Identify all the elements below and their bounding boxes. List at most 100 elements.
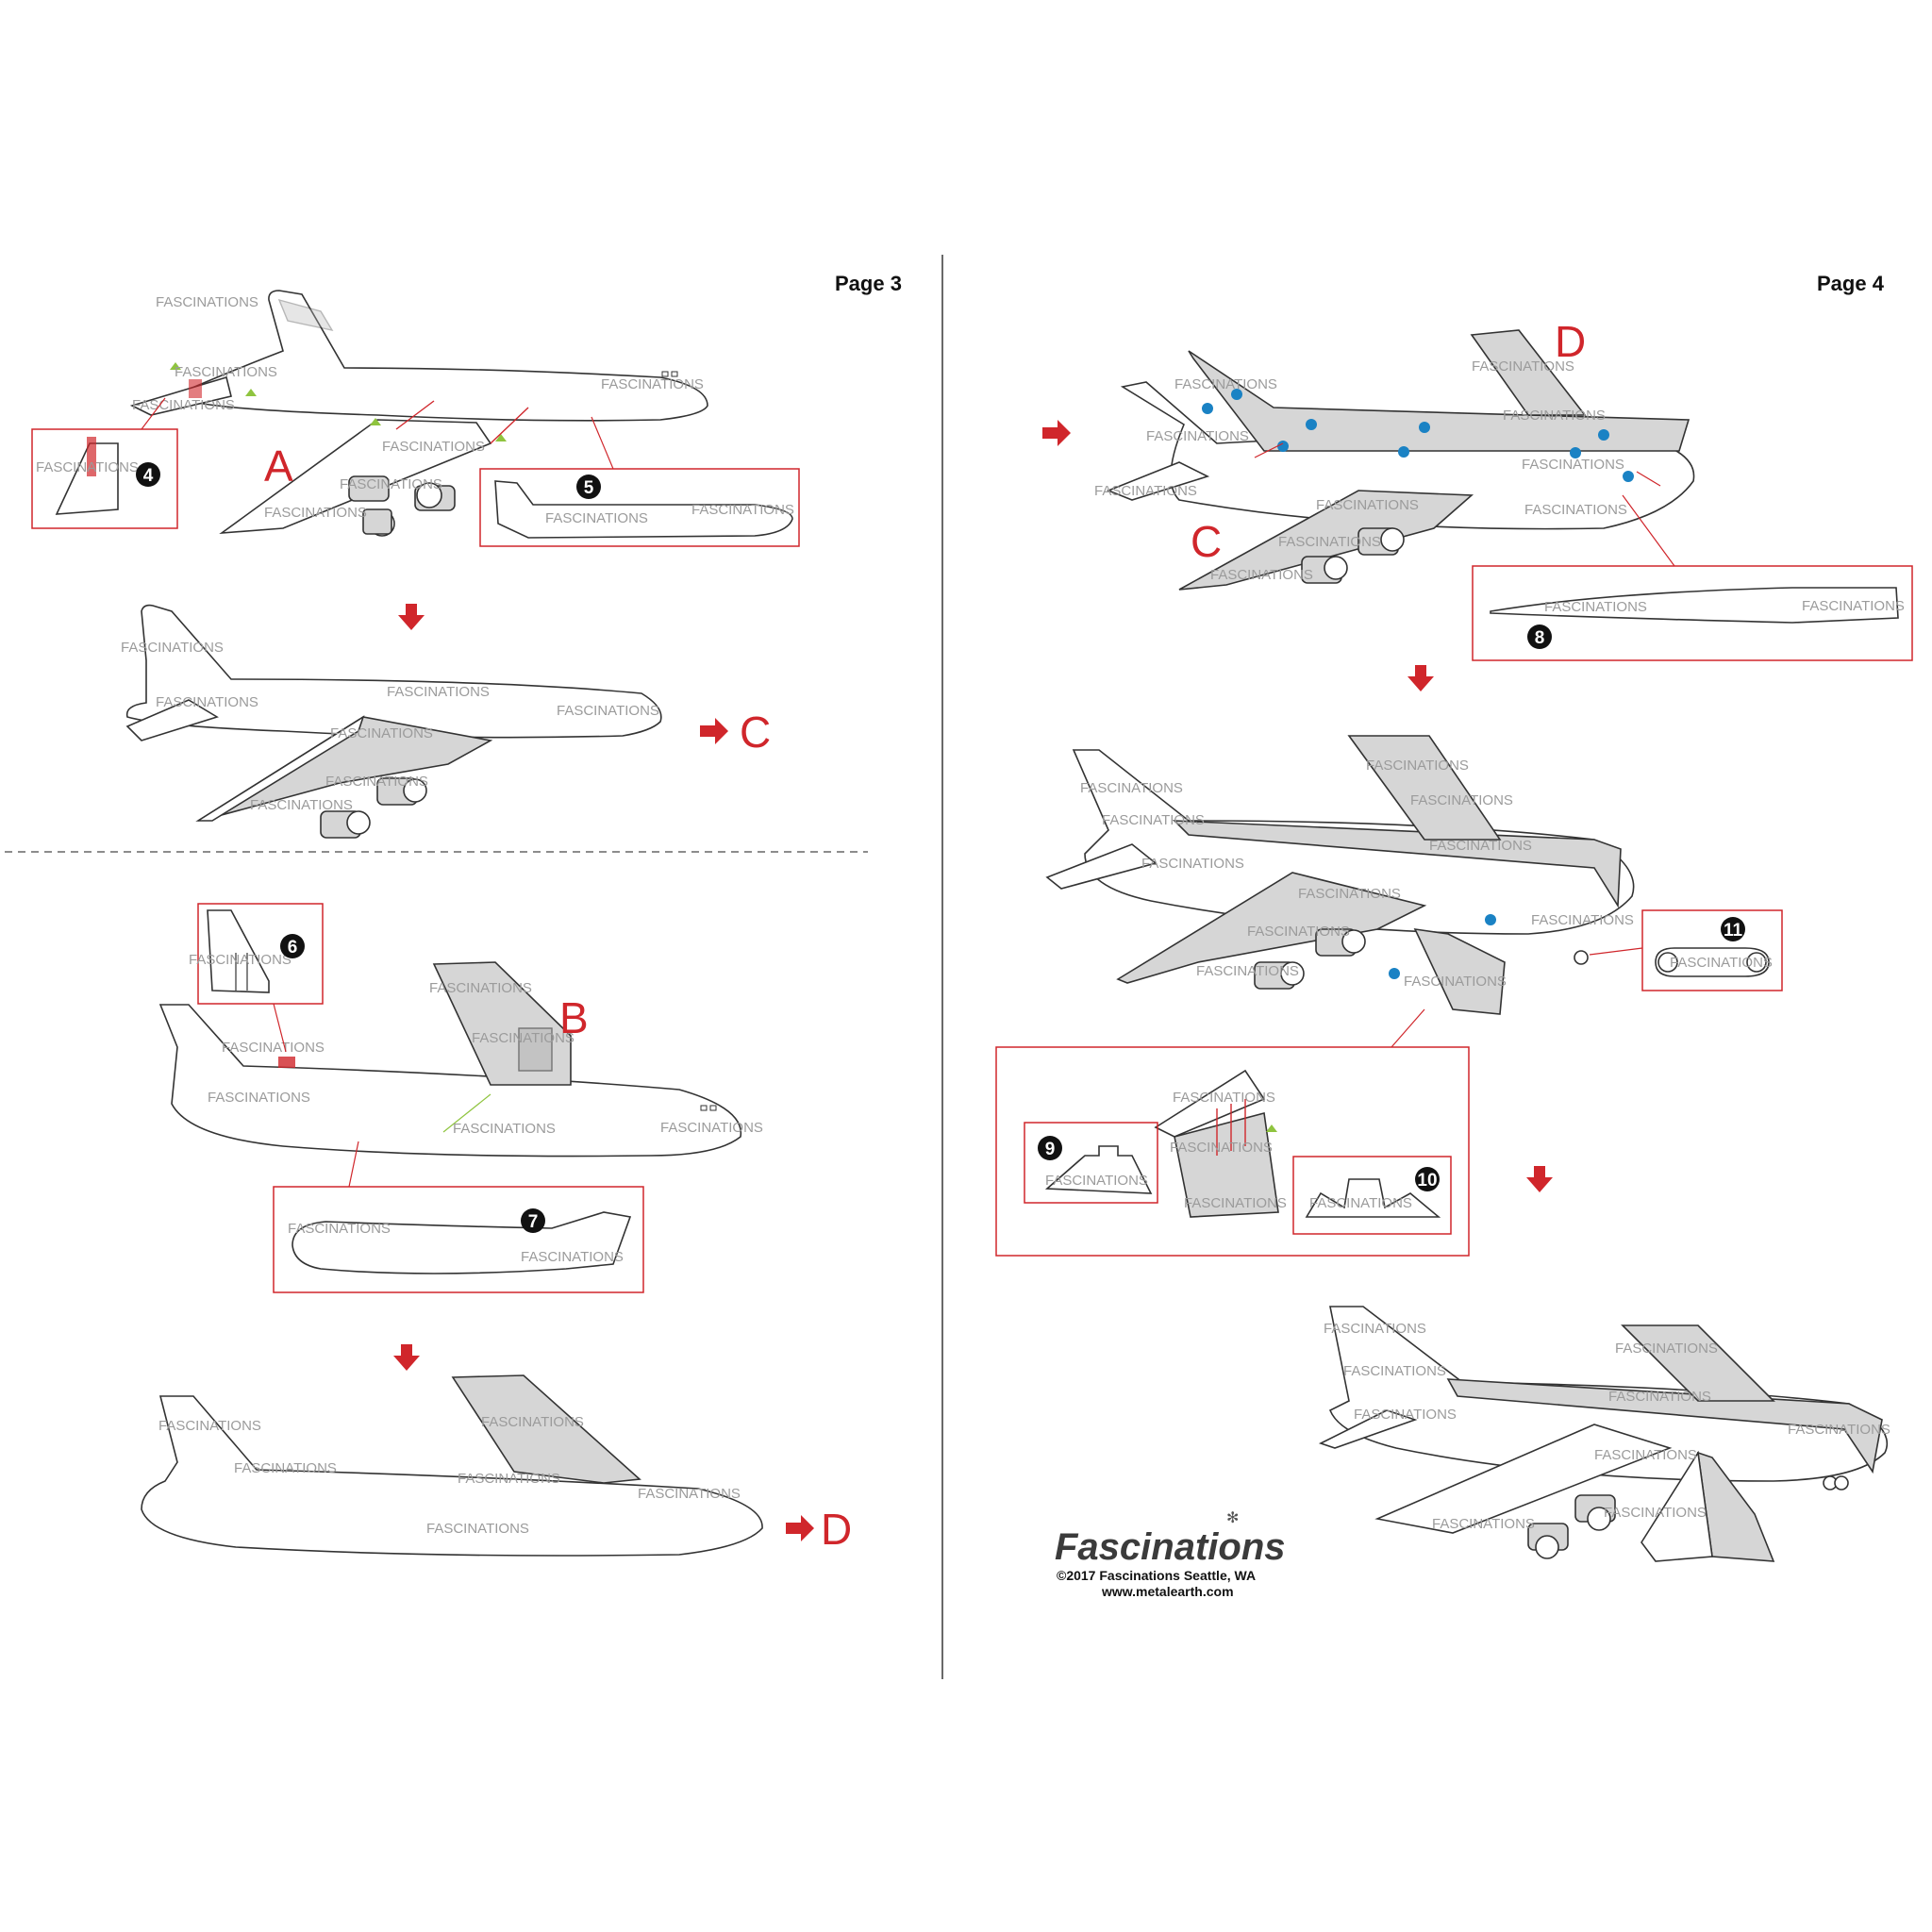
watermark-text: FASCINATIONS	[1102, 812, 1205, 828]
watermark-text: FASCINATIONS	[156, 694, 258, 710]
watermark-text: FASCINATIONS	[1080, 780, 1183, 796]
callout-box-4	[31, 428, 178, 529]
watermark-text: FASCINATIONS	[250, 797, 353, 813]
watermark-text: FASCINATIONS	[481, 1414, 584, 1430]
callout-box-9-10	[995, 1046, 1470, 1257]
watermark-text: FASCINATIONS	[557, 703, 659, 719]
watermark-text: FASCINATIONS	[264, 505, 367, 521]
watermark-text: FASCINATIONS	[1316, 497, 1419, 513]
step-cd-result	[1045, 735, 1635, 1015]
watermark-text: FASCINATIONS	[1503, 408, 1606, 424]
watermark-text: FASCINATIONS	[1173, 1090, 1275, 1106]
callout-number-4: 4	[143, 466, 154, 486]
step-cd-airframe	[1106, 329, 1695, 591]
callout-number-5-badge	[576, 475, 601, 499]
watermark-text: FASCINATIONS	[1196, 963, 1299, 979]
step-a-result	[125, 604, 662, 839]
brand-logo: Fascinations	[1055, 1526, 1286, 1568]
callout-box-8	[1472, 565, 1913, 661]
step-letter-a: A	[264, 441, 293, 491]
callout-box-7	[273, 1186, 644, 1293]
callout-number-8-badge	[1527, 625, 1552, 649]
step-b-airframe	[158, 961, 742, 1158]
watermark-text: FASCINATIONS	[1366, 758, 1469, 774]
watermark-text: FASCINATIONS	[325, 774, 428, 790]
watermark-text: FASCINATIONS	[1429, 838, 1532, 854]
watermark-text: FASCINATIONS	[1174, 376, 1277, 392]
watermark-text: FASCINATIONS	[1788, 1422, 1890, 1438]
callout-box-10	[1292, 1156, 1452, 1235]
arrow-right-icon	[1042, 420, 1071, 446]
watermark-text: FASCINATIONS	[545, 510, 648, 526]
watermark-text: FASCINATIONS	[660, 1120, 763, 1136]
callout-number-6-badge	[280, 934, 305, 958]
brand-block: ✻ Fascinations ©2017 Fascinations Seattl…	[1055, 1510, 1286, 1599]
arrow-down-icon	[1526, 1166, 1553, 1192]
arrow-right-icon	[700, 718, 728, 744]
watermark-text: FASCINATIONS	[458, 1471, 560, 1487]
callout-box-9	[1024, 1122, 1158, 1204]
watermark-text: FASCINATIONS	[208, 1090, 310, 1106]
arrow-right-icon	[786, 1515, 814, 1541]
watermark-text: FASCINATIONS	[1045, 1173, 1148, 1189]
watermark-text: FASCINATIONS	[1170, 1140, 1273, 1156]
watermark-text: FASCINATIONS	[1472, 358, 1574, 375]
callout-number-10-badge	[1415, 1167, 1440, 1191]
watermark-text: FASCINATIONS	[1615, 1341, 1718, 1357]
watermark-text: FASCINATIONS	[1531, 912, 1634, 928]
watermark-text: FASCINATIONS	[1544, 599, 1647, 615]
watermark-text: FASCINATIONS	[288, 1221, 391, 1237]
watermark-text: FASCINATIONS	[1184, 1195, 1287, 1211]
arrow-down-icon	[398, 604, 425, 630]
callout-number-11-badge	[1721, 917, 1745, 941]
watermark-text: FASCINATIONS	[521, 1249, 624, 1265]
page-3-label: Page 3	[835, 272, 902, 295]
callout-number-5: 5	[584, 478, 594, 498]
step-b-result	[141, 1374, 763, 1557]
callout-number-11: 11	[1724, 921, 1743, 941]
callout-number-8: 8	[1535, 628, 1545, 648]
step-letter-d: D	[1555, 317, 1586, 366]
watermark-text: FASCINATIONS	[1094, 483, 1197, 499]
goto-c: C	[740, 708, 771, 757]
watermark-text: FASCINATIONS	[472, 1030, 575, 1046]
watermark-text: FASCINATIONS	[121, 640, 224, 656]
watermark-text: FASCINATIONS	[1522, 457, 1624, 473]
final-model	[1318, 1306, 1889, 1562]
watermark-text: FASCINATIONS	[638, 1486, 741, 1502]
watermark-text: FASCINATIONS	[387, 684, 490, 700]
watermark-text: FASCINATIONS	[1141, 856, 1244, 872]
watermark-text: FASCINATIONS	[1309, 1195, 1412, 1211]
watermark-text: FASCINATIONS	[189, 952, 291, 968]
watermark-text: FASCINATIONS	[453, 1121, 556, 1137]
watermark-text: FASCINATIONS	[429, 980, 532, 996]
page-4-label: Page 4	[1817, 272, 1885, 295]
watermark-text: FASCINATIONS	[1247, 924, 1350, 940]
watermark-text: FASCINATIONS	[1343, 1363, 1446, 1379]
watermark-text: FASCINATIONS	[222, 1040, 325, 1056]
brand-url: www.metalearth.com	[1101, 1584, 1234, 1599]
goto-d: D	[821, 1505, 852, 1554]
watermark-text: FASCINATIONS	[1608, 1389, 1711, 1405]
step-a-airframe	[129, 290, 708, 537]
callout-number-10: 10	[1417, 1171, 1437, 1191]
watermark-text: FASCINATIONS	[1404, 974, 1507, 990]
brand-copyright: ©2017 Fascinations Seattle, WA	[1057, 1568, 1256, 1583]
watermark-text: FASCINATIONS	[1670, 955, 1773, 971]
watermark-text: FASCINATIONS	[601, 376, 704, 392]
watermark-text: FASCINATIONS	[1432, 1516, 1535, 1532]
arrow-down-icon	[393, 1344, 420, 1371]
watermark-text: FASCINATIONS	[1146, 428, 1249, 444]
watermark-text: FASCINATIONS	[340, 476, 442, 492]
callout-box-6	[197, 903, 324, 1005]
watermark-text: FASCINATIONS	[1524, 502, 1627, 518]
watermark-text: FASCINATIONS	[132, 397, 235, 413]
callout-number-6: 6	[288, 938, 298, 958]
watermark-text: FASCINATIONS	[1802, 598, 1905, 614]
watermark-text: FASCINATIONS	[36, 459, 139, 475]
brand-star-icon: ✻	[1226, 1510, 1239, 1526]
watermark-text: FASCINATIONS	[1278, 534, 1381, 550]
arrow-down-icon	[1407, 665, 1434, 691]
watermark-text: FASCINATIONS	[382, 439, 485, 455]
